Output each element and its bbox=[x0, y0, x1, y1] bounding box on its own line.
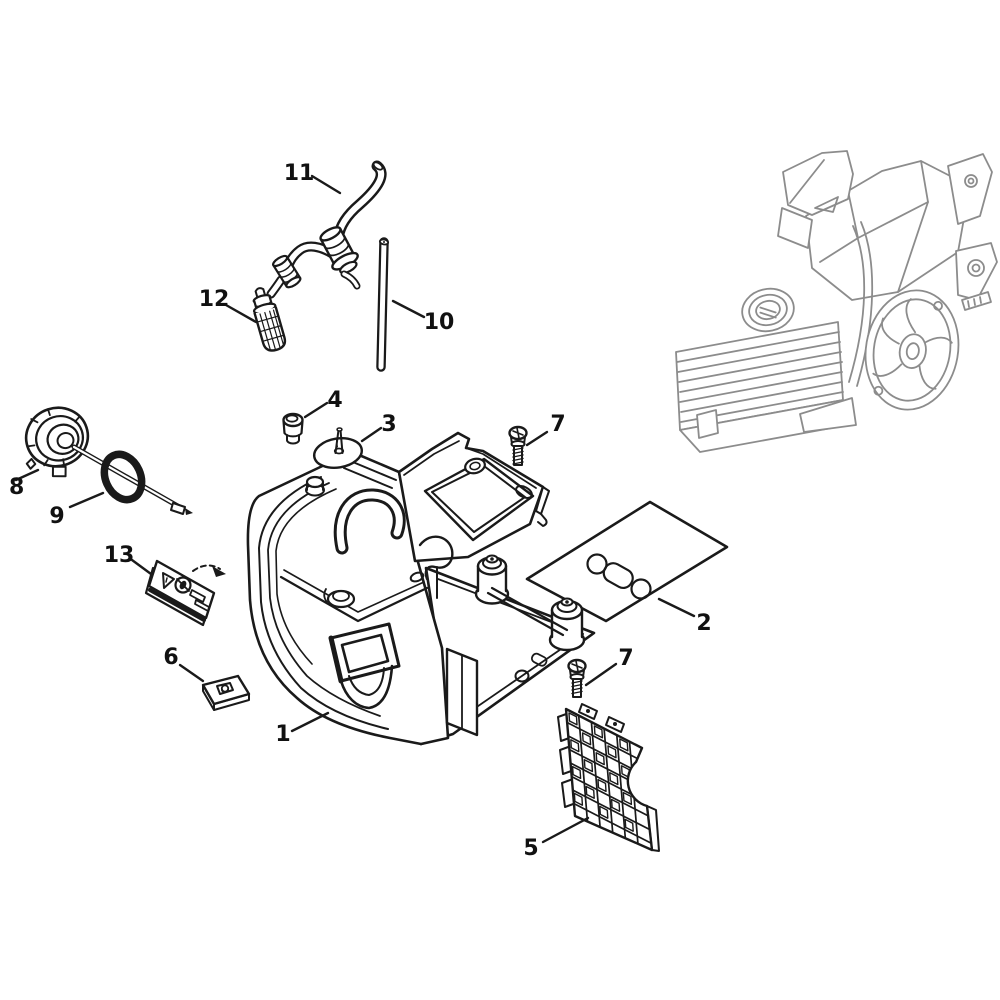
engine-assembly-ghost bbox=[675, 150, 998, 453]
part-12-fuel-filter bbox=[252, 287, 287, 352]
callout-10: 10 bbox=[424, 310, 455, 335]
callout-2: 2 bbox=[696, 611, 711, 636]
callout-1: 1 bbox=[275, 722, 290, 747]
callout-3: 3 bbox=[381, 412, 396, 437]
part-8-fuel-cap bbox=[24, 406, 90, 478]
callout-5: 5 bbox=[523, 836, 538, 861]
callout-6: 6 bbox=[163, 645, 178, 670]
callout-4: 4 bbox=[327, 388, 342, 413]
part-3-tank-vent bbox=[312, 427, 364, 470]
hose-coupler bbox=[272, 254, 302, 289]
part-7-screw-top bbox=[508, 425, 528, 466]
placement-arrow bbox=[192, 564, 221, 572]
part-9-oring-retainer bbox=[71, 444, 193, 515]
part-13-warning-label bbox=[144, 559, 226, 627]
callout-leader-lines bbox=[14, 174, 696, 844]
part-5-grid-plate bbox=[557, 703, 660, 852]
callout-7-top: 7 bbox=[550, 412, 565, 437]
part-1-tank-housing bbox=[246, 431, 596, 746]
callout-8: 8 bbox=[9, 475, 24, 500]
part-2-gasket bbox=[525, 500, 729, 623]
part-4-plug bbox=[282, 412, 304, 445]
callout-7-bottom: 7 bbox=[618, 646, 633, 671]
callout-numbers: 11 12 10 4 3 7 8 9 13 2 6 7 1 5 bbox=[9, 161, 712, 861]
callout-13: 13 bbox=[104, 543, 135, 568]
callout-12: 12 bbox=[199, 287, 230, 312]
callout-9: 9 bbox=[49, 504, 64, 529]
grid-mesh-cells bbox=[568, 712, 634, 832]
part-7-screw-bottom bbox=[567, 658, 587, 698]
buffer-mount-front bbox=[548, 597, 586, 652]
part-6-square-nut bbox=[201, 674, 251, 711]
part-10-tube bbox=[376, 237, 390, 372]
part-11-fuel-hose bbox=[266, 160, 387, 299]
hose-grommet bbox=[319, 226, 359, 275]
callout-11: 11 bbox=[284, 161, 315, 186]
